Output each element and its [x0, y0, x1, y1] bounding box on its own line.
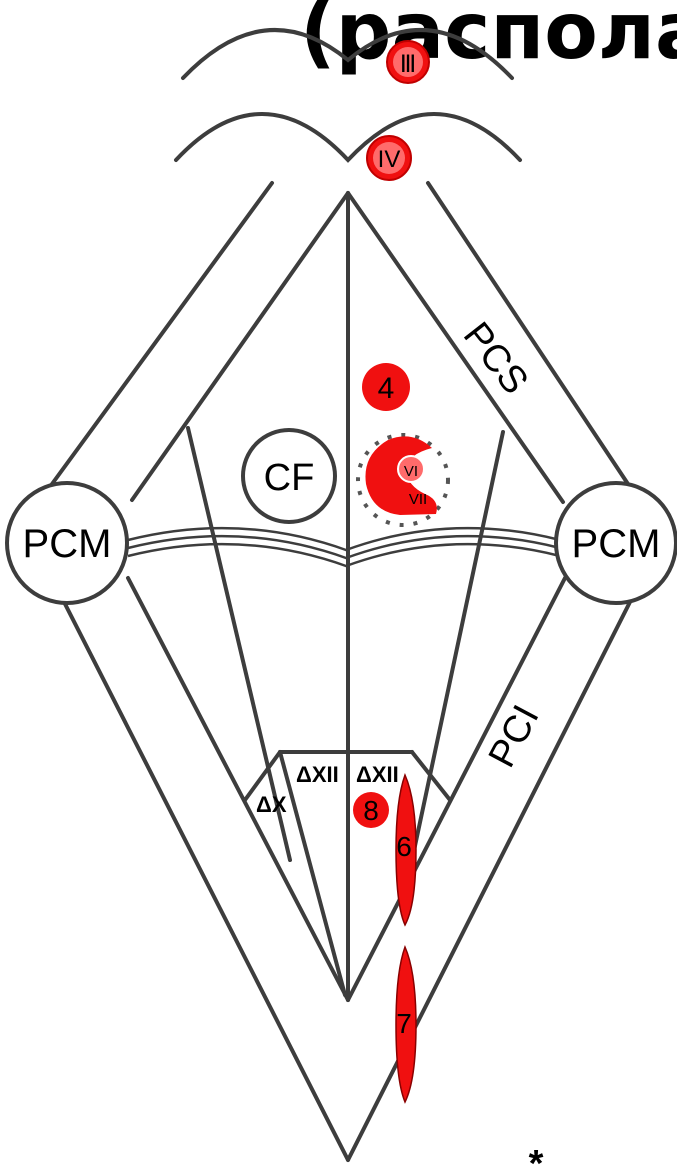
delta-x-label: ΔX: [256, 792, 287, 817]
striae-medullares: [128, 528, 560, 566]
nucleus-4-label: 4: [378, 372, 395, 405]
footnote-asterisk: *: [529, 1143, 544, 1168]
outer-lower-right: [348, 598, 632, 1160]
nucleus-6-label: 6: [396, 831, 412, 862]
outer-upper-left: [52, 183, 272, 484]
pci-label: PCI: [481, 699, 548, 775]
delta-xii-left-label: ΔXII: [296, 762, 339, 787]
inferior-colliculus-arc: [176, 114, 520, 160]
nucleus-8-label: 8: [363, 795, 379, 826]
pcm-right-label: PCM: [572, 522, 661, 566]
outer-upper-right: [428, 183, 628, 484]
pcm-left-label: PCM: [23, 522, 112, 566]
nucleus-iii-label: Ⅲ: [400, 51, 417, 78]
delta-xii-right-label: ΔXII: [356, 762, 399, 787]
title-fragment: (распола: [300, 0, 677, 77]
nucleus-vii-label: VII: [409, 491, 427, 508]
nucleus-7-label: 7: [396, 1008, 412, 1039]
outer-lower-left: [62, 598, 348, 1160]
trigone-right-outer: [412, 752, 450, 800]
cf-label: CF: [264, 457, 315, 499]
trigone-divider: [280, 752, 345, 995]
nucleus-iv-label: IV: [378, 146, 401, 173]
nucleus-vi-label: VI: [404, 463, 418, 480]
